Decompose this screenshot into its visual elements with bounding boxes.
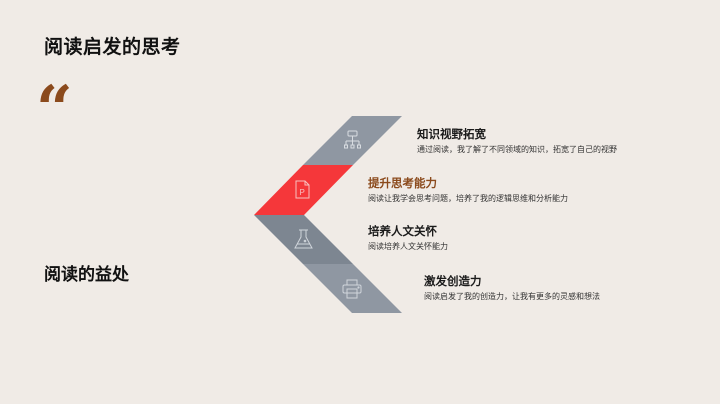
- chevron-band-3: [254, 215, 353, 264]
- list-item: 激发创造力 阅读启发了我的创造力，让我有更多的灵感和想法: [424, 274, 600, 303]
- slide-title: 阅读启发的思考: [44, 36, 181, 58]
- document-p-icon: P: [295, 180, 310, 199]
- printer-icon: [342, 279, 362, 299]
- item-title: 知识视野拓宽: [417, 127, 486, 141]
- item-title: 提升思考能力: [368, 176, 437, 190]
- item-description: 阅读让我学会思考问题，培养了我的逻辑思维和分析能力: [368, 194, 568, 203]
- flask-icon: [294, 229, 313, 249]
- section-subtitle: 阅读的益处: [44, 265, 129, 285]
- quote-mark-icon: “: [36, 72, 73, 147]
- list-item: 知识视野拓宽 通过阅读，我了解了不同领域的知识，拓宽了自己的视野: [417, 127, 617, 156]
- item-description: 阅读启发了我的创造力，让我有更多的灵感和想法: [424, 292, 600, 301]
- list-item: 提升思考能力 阅读让我学会思考问题，培养了我的逻辑思维和分析能力: [368, 176, 568, 205]
- org-chart-icon: [344, 130, 361, 149]
- list-item: 培养人文关怀 阅读培养人文关怀能力: [368, 224, 448, 253]
- item-title: 培养人文关怀: [368, 224, 437, 238]
- svg-text:P: P: [300, 188, 305, 197]
- item-title: 激发创造力: [424, 274, 482, 288]
- item-description: 阅读培养人文关怀能力: [368, 242, 448, 251]
- item-description: 通过阅读，我了解了不同领域的知识，拓宽了自己的视野: [417, 145, 617, 154]
- chevron-band-2: [254, 165, 353, 215]
